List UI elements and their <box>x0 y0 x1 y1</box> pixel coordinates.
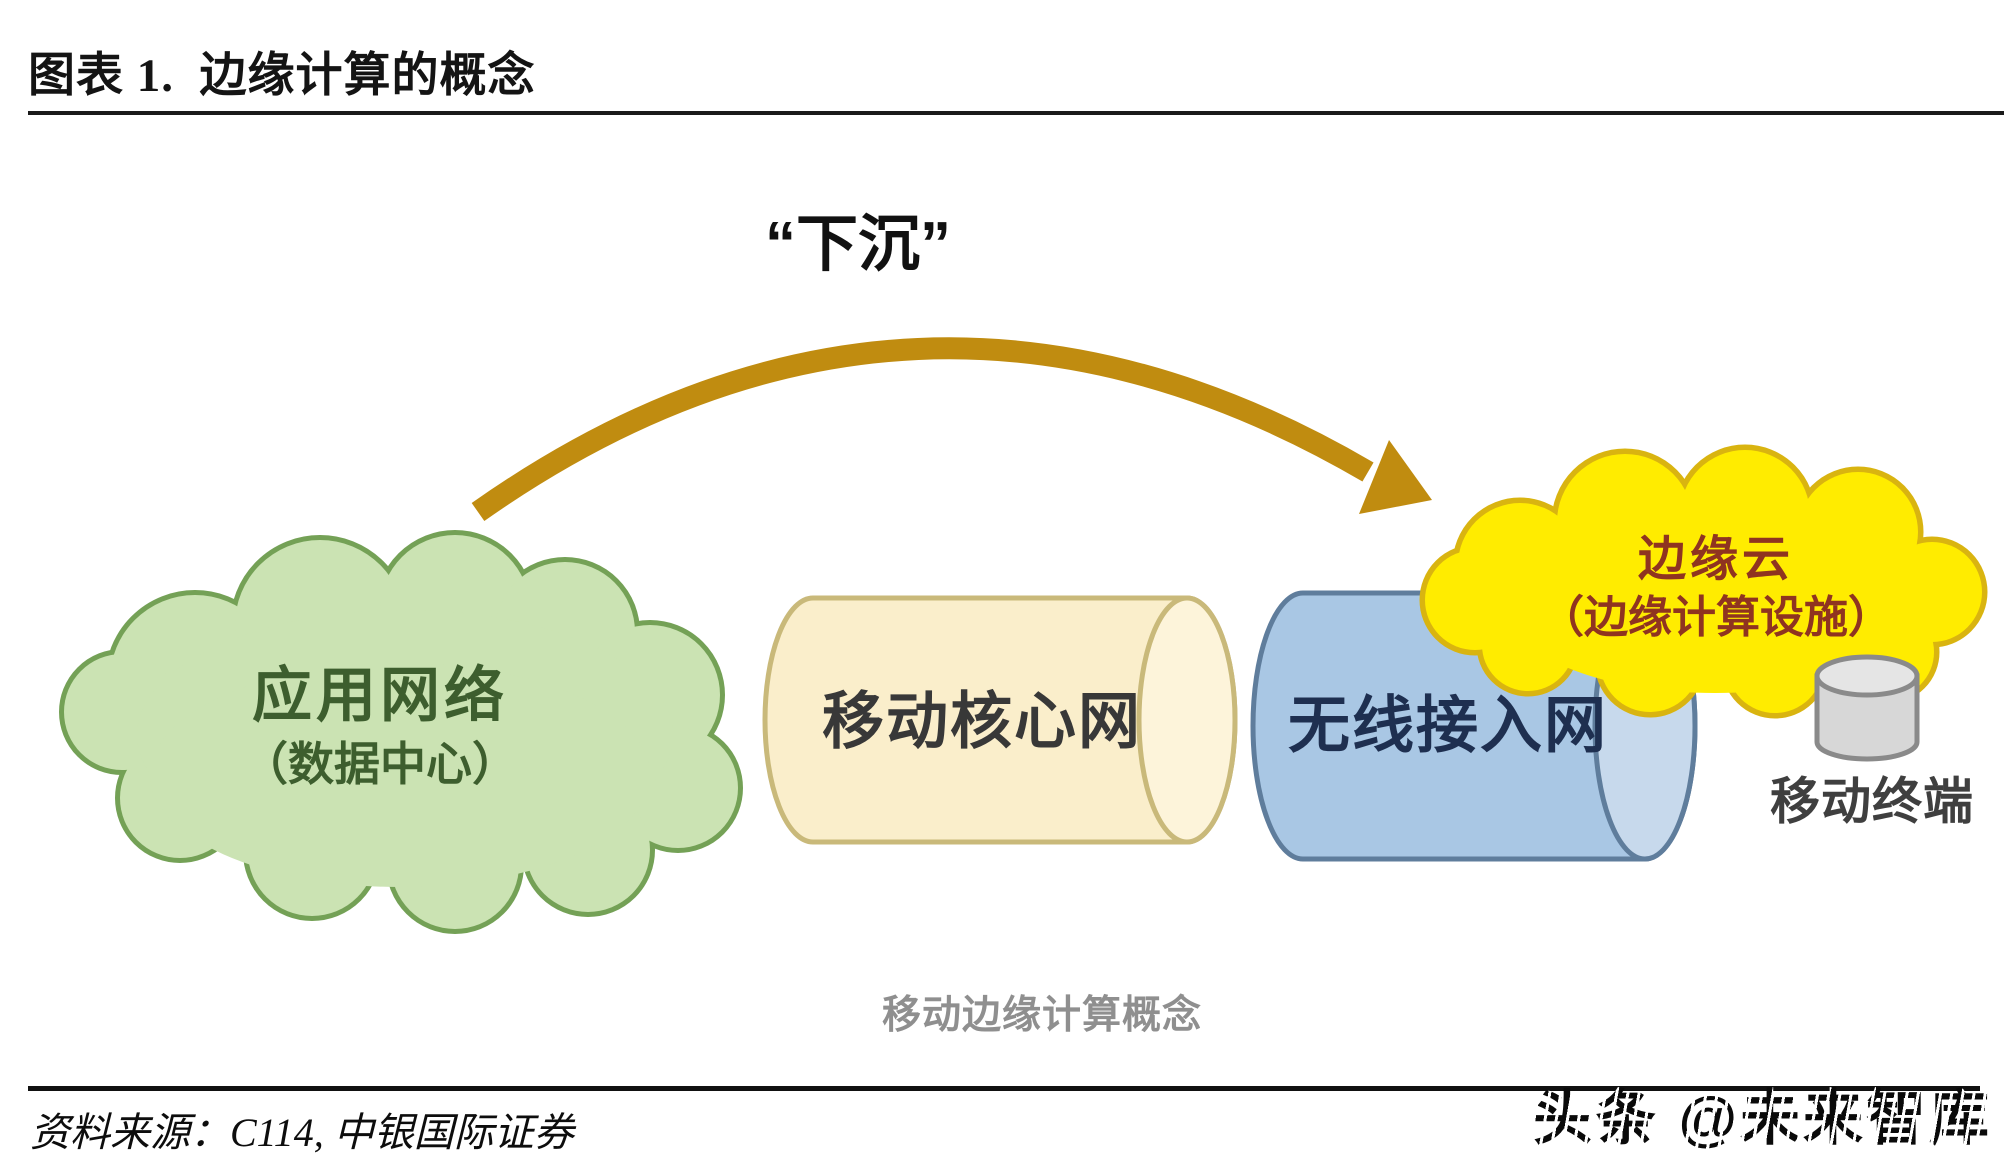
source-note: 资料来源：C114, 中银国际证券 <box>30 1110 574 1155</box>
edge-cloud-label: 边缘云 （边缘计算设施） <box>1540 532 1892 644</box>
mobile-terminal-label: 移动终端 <box>1770 773 1974 830</box>
figure-title: 图表 1. 边缘计算的概念 <box>28 50 536 102</box>
sink-label: “下沉” <box>764 210 952 279</box>
edge-cloud-shape <box>1419 444 1988 719</box>
mobile-terminal-cylinder-shape <box>1814 654 1920 762</box>
app-network-cloud-shape <box>59 530 743 934</box>
watermark: 头条 @未来智库 <box>1533 1070 1992 1157</box>
edge-cloud-line2: （边缘计算设施） <box>1540 593 1892 643</box>
edge-cloud-line1: 边缘云 <box>1637 533 1794 587</box>
sink-arrow-icon <box>471 337 1432 521</box>
diagram-caption: 移动边缘计算概念 <box>881 994 1203 1037</box>
app-network-line2: （数据中心） <box>242 738 518 791</box>
access-network-label: 无线接入网 <box>1287 691 1609 761</box>
core-network-label: 移动核心网 <box>821 687 1143 757</box>
app-network-label: 应用网络 （数据中心） <box>242 661 518 791</box>
app-network-line1: 应用网络 <box>252 662 508 730</box>
core-network-cylinder-shape <box>762 595 1238 845</box>
footer-divider-line <box>28 1086 1980 1091</box>
title-divider-line <box>28 111 2004 115</box>
